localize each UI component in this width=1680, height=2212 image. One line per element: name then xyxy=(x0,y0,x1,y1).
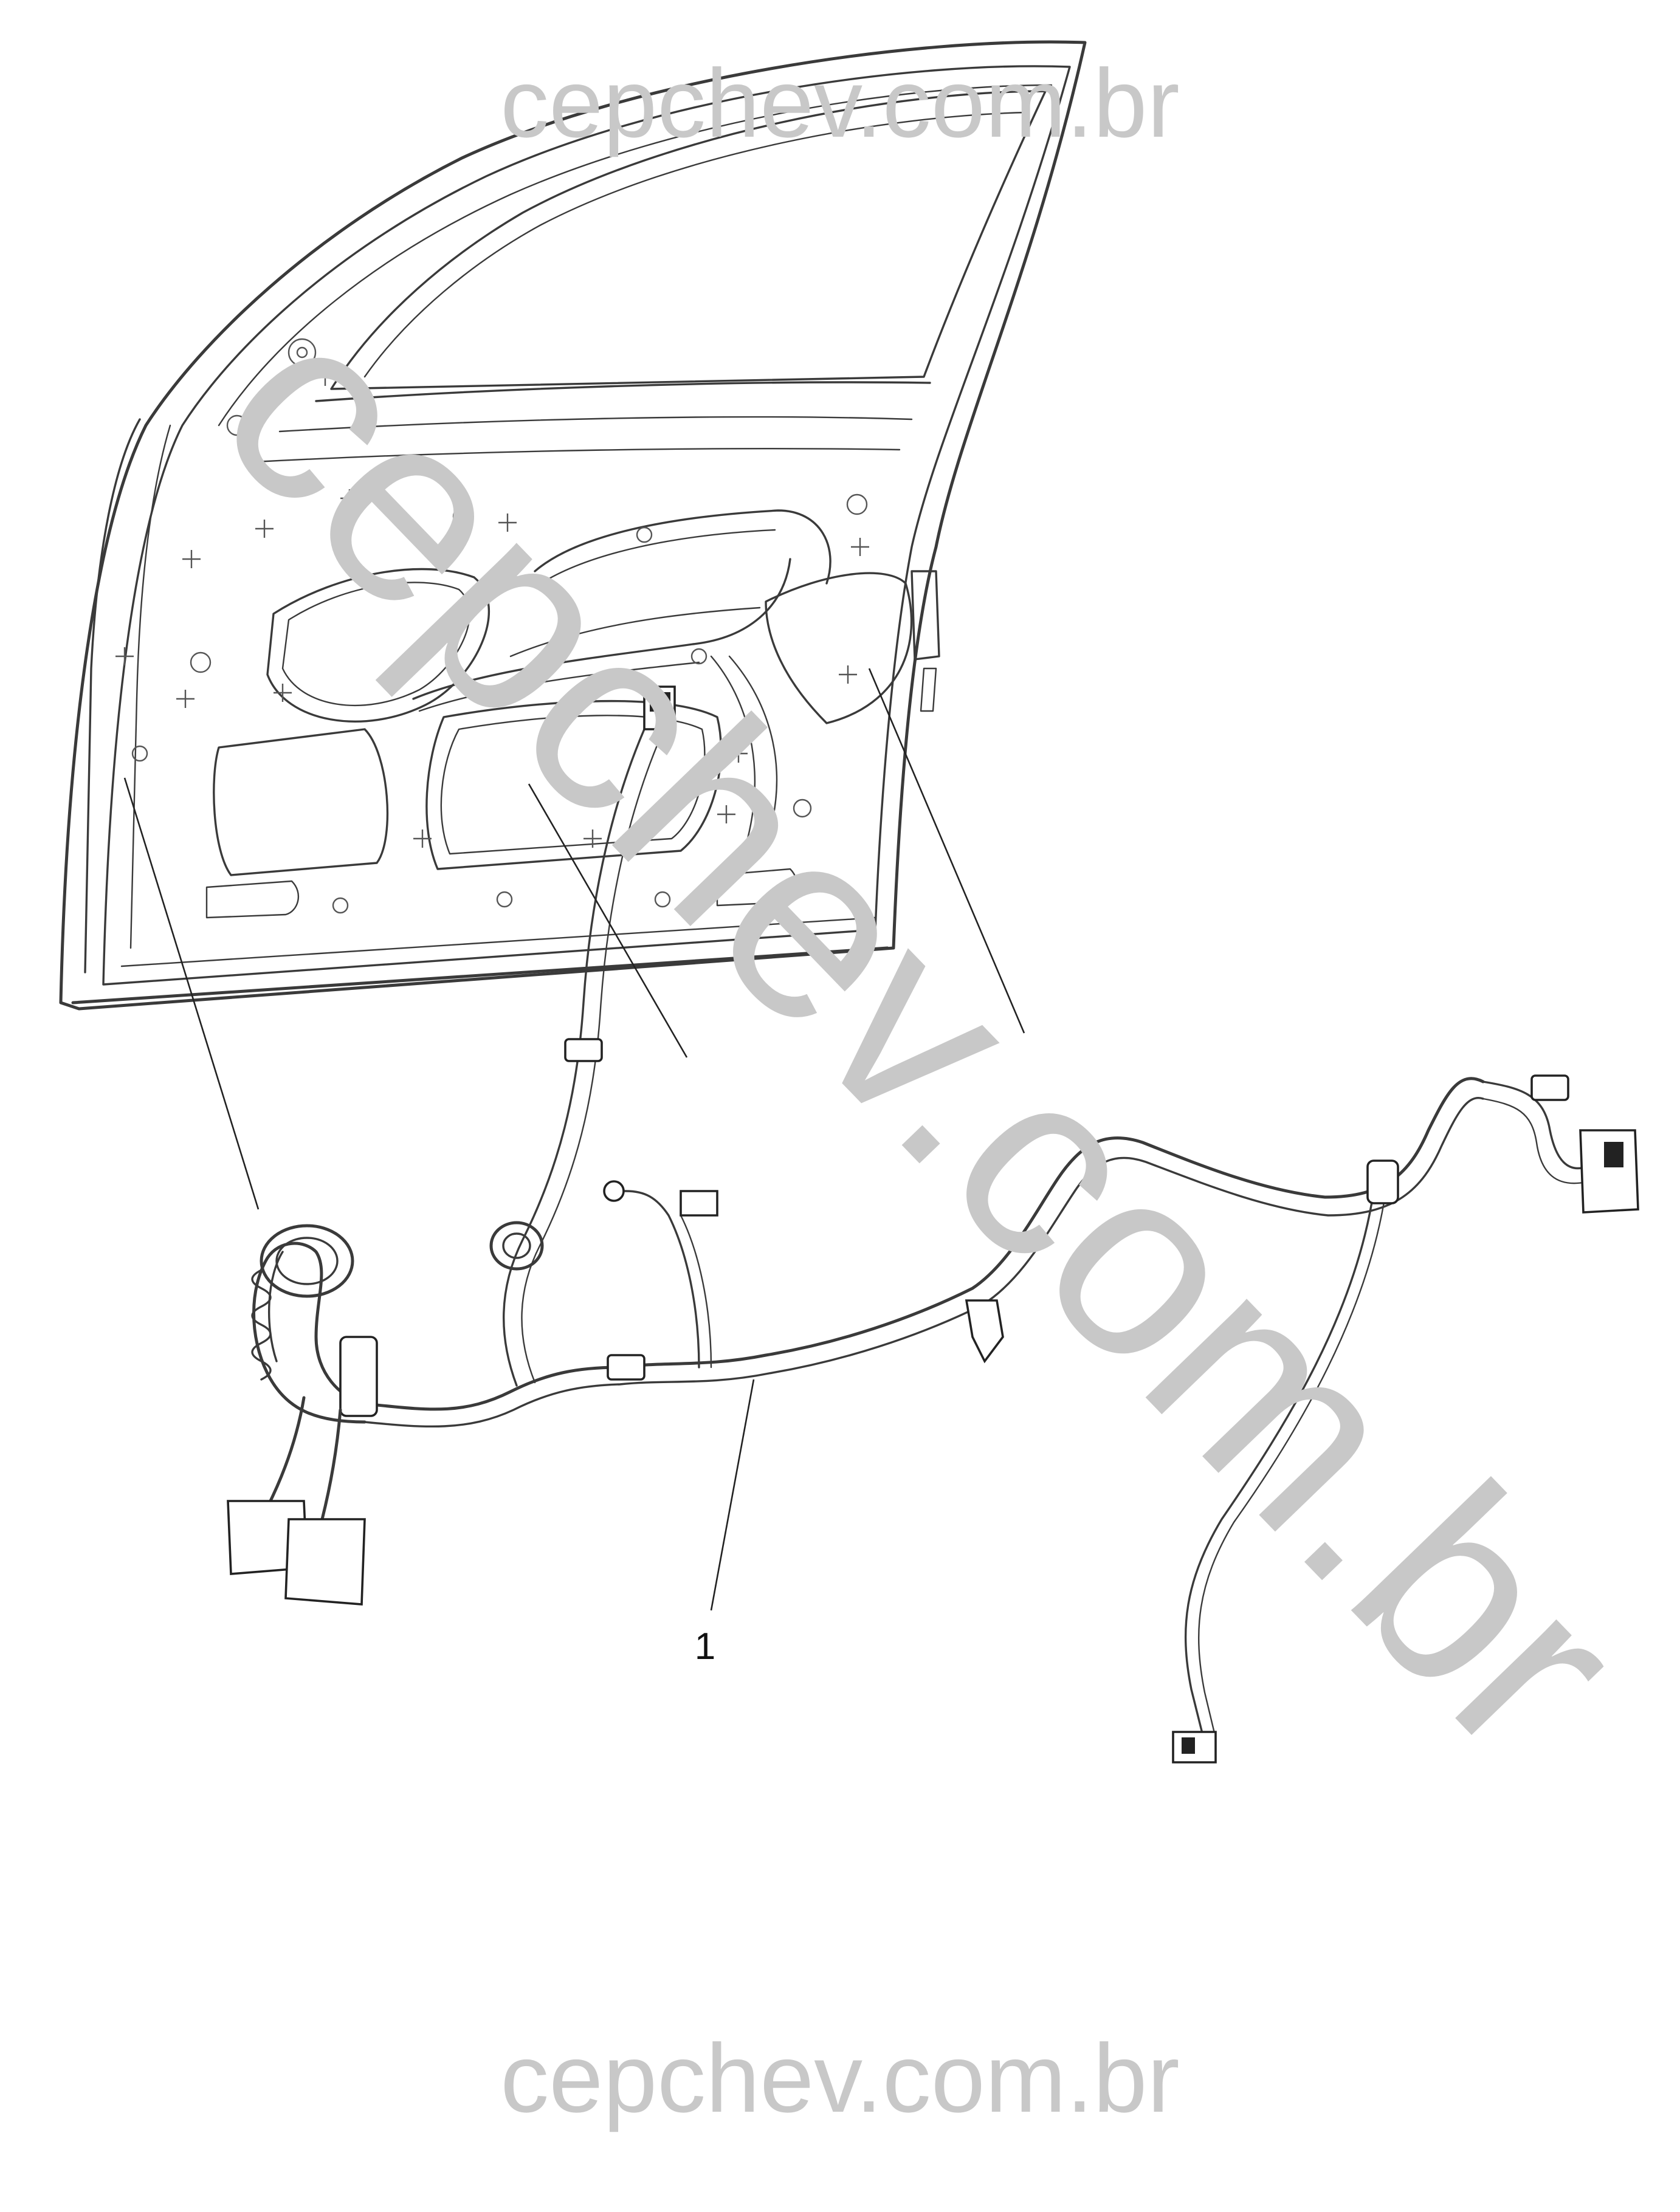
connector-left-b xyxy=(284,1518,366,1606)
connector-right xyxy=(1579,1129,1639,1214)
access-opening-center xyxy=(425,699,722,870)
connector-center xyxy=(680,1190,718,1217)
watermark-bottom: cepchev.com.br xyxy=(500,2024,1180,2132)
wiring-harness xyxy=(251,728,1588,1739)
fastener-marks xyxy=(115,338,869,914)
callout-label-1: 1 xyxy=(695,1626,715,1668)
connectors xyxy=(227,685,1639,1764)
leader-lines xyxy=(123,668,1025,1611)
watermark-top: cepchev.com.br xyxy=(500,49,1180,157)
watermark-diagonal: cepchev.com.br xyxy=(165,258,1678,1809)
access-opening-lower-left xyxy=(213,728,389,876)
access-opening-upper-left xyxy=(266,568,491,723)
leader-callout-1 xyxy=(710,1379,755,1611)
grommet-center xyxy=(603,1180,625,1202)
door-panel xyxy=(59,40,1087,1011)
speaker-opening xyxy=(765,572,913,724)
